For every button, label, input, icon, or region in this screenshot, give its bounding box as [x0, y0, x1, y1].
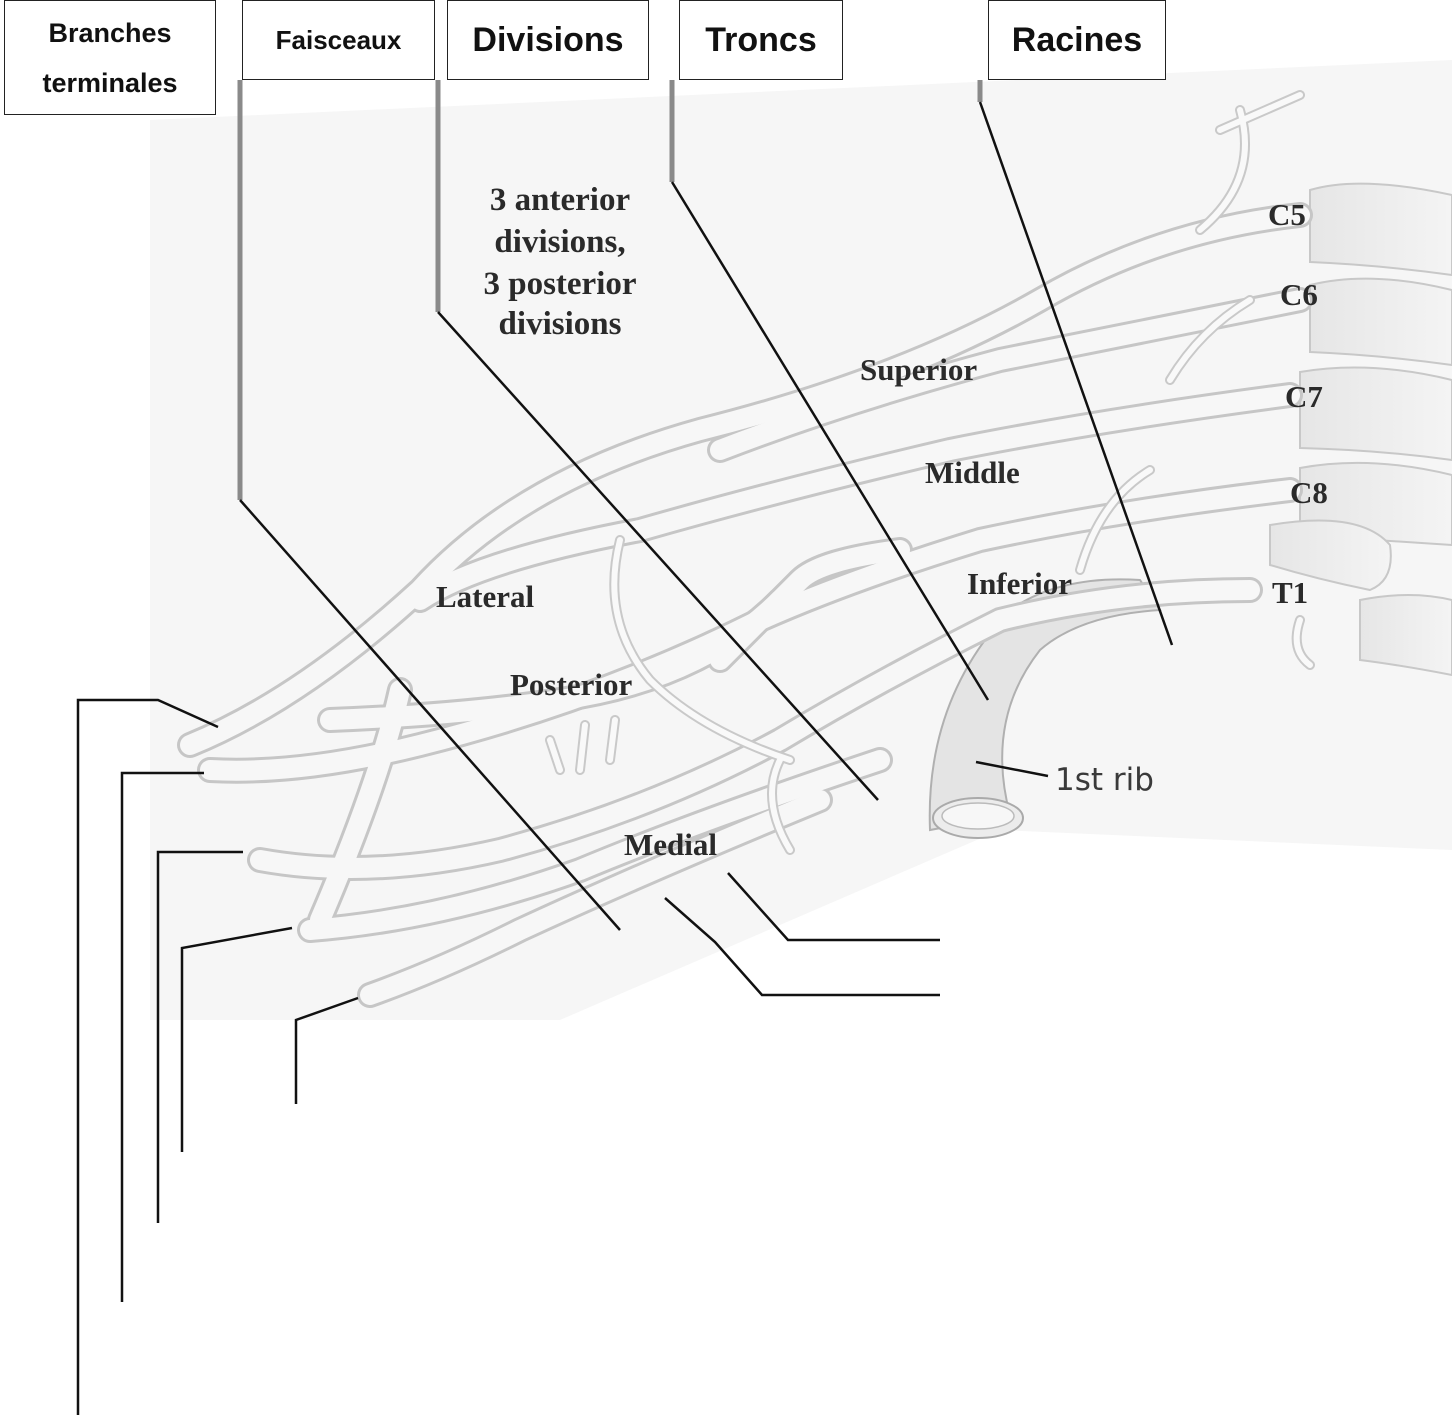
header-branches-terminales: Branches terminales [4, 0, 216, 115]
header-divisions: Divisions [447, 0, 649, 80]
divisions-note-line-1: 3 anterior [490, 182, 630, 218]
background-wash [150, 60, 1452, 1020]
header-faisceaux: Faisceaux [242, 0, 435, 80]
header-racines: Racines [988, 0, 1166, 80]
divisions-note-line-3: 3 posterior [483, 266, 636, 302]
header-leaders [237, 80, 983, 500]
trunk-label-inferior: Inferior [967, 566, 1072, 601]
divisions-note: 3 anterior divisions, 3 posterior divisi… [483, 182, 636, 342]
header-divisions-text: Divisions [472, 20, 624, 59]
root-label-c7: C7 [1285, 379, 1323, 414]
header-branches-text: Branches terminales [42, 17, 178, 98]
root-labels: C5 C6 C7 C8 T1 [1268, 197, 1328, 610]
rib-label: 1st rib [1055, 762, 1154, 798]
root-label-t1: T1 [1272, 575, 1308, 610]
header-troncs-text: Troncs [705, 20, 817, 59]
divisions-note-line-2: divisions, [494, 224, 625, 260]
root-label-c5: C5 [1268, 197, 1306, 232]
root-label-c6: C6 [1280, 277, 1318, 312]
cord-label-medial: Medial [624, 827, 717, 862]
header-racines-text: Racines [1011, 20, 1143, 59]
vertebral-column [1269, 182, 1452, 677]
divisions-note-line-4: divisions [499, 306, 622, 342]
header-troncs: Troncs [679, 0, 843, 80]
root-label-c8: C8 [1290, 475, 1328, 510]
trunk-label-superior: Superior [860, 352, 977, 387]
header-faisceaux-text: Faisceaux [275, 25, 402, 55]
cord-label-posterior: Posterior [510, 667, 632, 702]
cord-label-lateral: Lateral [436, 579, 535, 614]
nerve-trunks [177, 90, 1315, 1008]
pointer-lines [76, 101, 1174, 1415]
trunk-label-middle: Middle [925, 455, 1020, 490]
first-rib [928, 578, 1162, 839]
